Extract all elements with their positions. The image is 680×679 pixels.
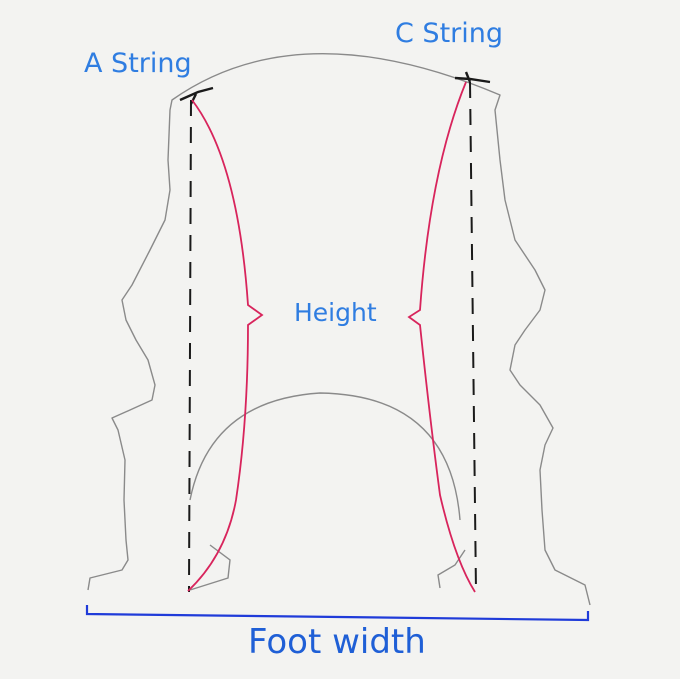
a-string-height-line [187, 99, 264, 592]
c-string-dashed-line [469, 81, 477, 593]
height-label: Height [294, 298, 377, 327]
foot-width-label: Foot width [248, 622, 426, 662]
c-string-height-line [407, 81, 476, 593]
a-string-mark [179, 86, 214, 105]
left-foot-pencil [189, 544, 231, 591]
bridge-outline-pencil [87, 53, 591, 606]
c-string-mark [454, 71, 491, 84]
a-string-label: A String [84, 48, 192, 79]
a-string-dashed-line [188, 99, 192, 593]
right-foot-pencil [437, 549, 466, 589]
arch-pencil [189, 392, 461, 521]
c-string-label: C String [395, 18, 504, 49]
foot-width-bracket [85, 605, 590, 622]
